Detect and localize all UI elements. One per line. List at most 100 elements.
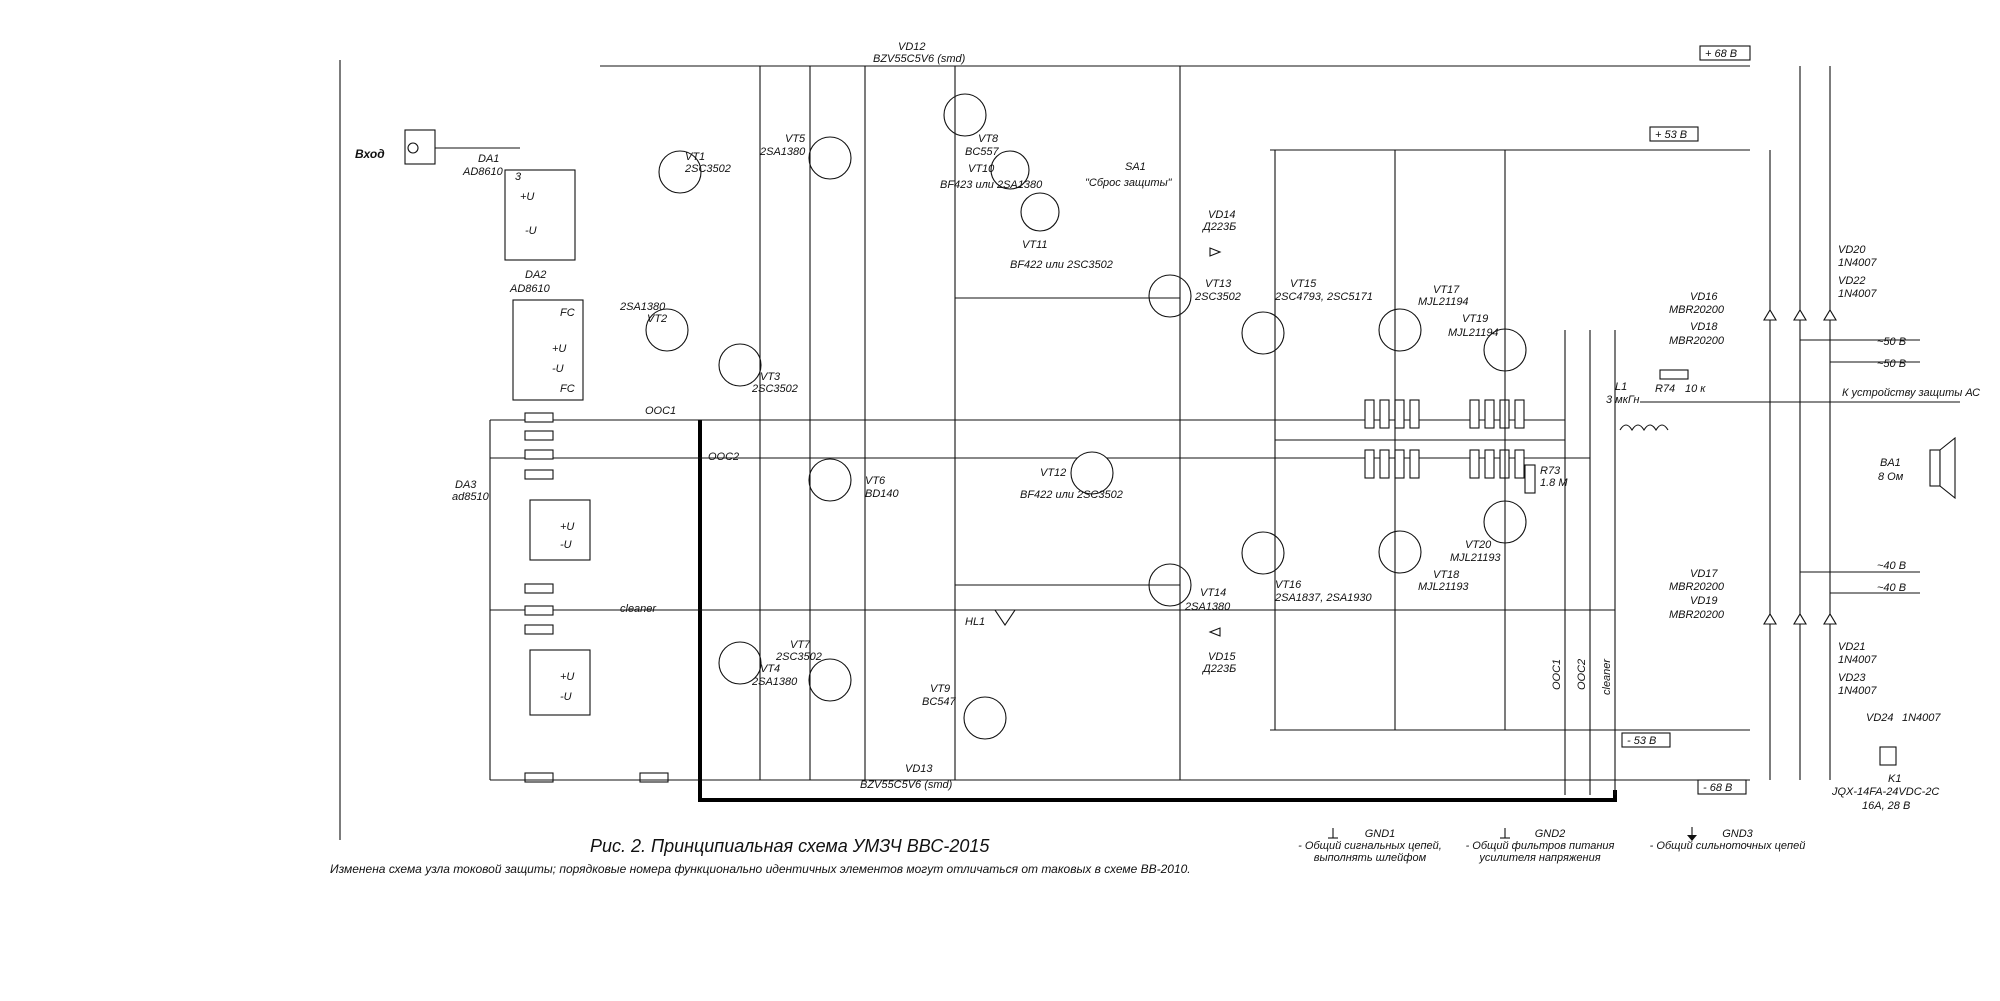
svg-text:-U: -U (560, 539, 572, 551)
transistor-vt6 (808, 458, 852, 502)
vt16-value: 2SA1837, 2SA1930 (1274, 592, 1373, 604)
vd22-value: 1N4007 (1838, 288, 1877, 300)
vt1-ref: VT1 (685, 151, 705, 163)
vt14-value: 2SA1380 (1184, 601, 1231, 613)
vd12-ref: VD12 (898, 41, 926, 53)
transistor-vt12 (1070, 451, 1114, 495)
vt2-value: 2SA1380 (619, 301, 666, 313)
speaker-ref: BA1 (1880, 457, 1901, 469)
relay-rating: 16А, 28 В (1862, 800, 1910, 812)
transistor-vt10 (990, 150, 1030, 190)
svg-text:3: 3 (515, 171, 522, 183)
svg-text:+U: +U (552, 343, 566, 355)
gnd2-icon (1500, 828, 1510, 839)
vd20-value: 1N4007 (1838, 257, 1877, 269)
ac-50v-a-label: ~50 В (1877, 336, 1906, 348)
transistor-vt2 (645, 308, 689, 352)
feedback-ooc1-label: ООС1 (1551, 659, 1563, 690)
gnd1-text: - Общий сигнальных цепей, выполнять шлей… (1298, 840, 1442, 864)
feedback-cleaner-label: cleaner (1601, 658, 1613, 695)
vt19-ref: VT19 (1462, 313, 1488, 325)
speaker-value: 8 Ом (1878, 471, 1904, 483)
protection-label: К устройству защиты АС (1842, 387, 1980, 399)
vt18-ref: VT18 (1433, 569, 1460, 581)
vd13-ref: VD13 (905, 763, 933, 775)
vd24-value: 1N4007 (1902, 712, 1941, 724)
vt5-value: 2SA1380 (759, 146, 806, 158)
transistor-vt16 (1241, 531, 1285, 575)
vd17-ref: VD17 (1690, 568, 1718, 580)
transistor-vt3 (718, 343, 762, 387)
rail-minus53-box (1621, 732, 1671, 748)
da1-ref: DA1 (478, 153, 499, 165)
vt20-value: MJL21193 (1450, 552, 1501, 564)
vt3-ref: VT3 (760, 371, 781, 383)
svg-text:-U: -U (560, 691, 572, 703)
transistor-vt5 (808, 136, 852, 180)
vt10-value: BF423 или 2SA1380 (940, 179, 1043, 191)
vd14-value: Д223Б (1201, 221, 1236, 233)
left-resistor-bank (489, 412, 700, 783)
vt7-value: 2SC3502 (775, 651, 822, 663)
bridge-rectifier (1763, 66, 1837, 780)
rail-minus68-label: - 68 В (1703, 782, 1732, 794)
vt4-ref: VT4 (760, 663, 780, 675)
vt3-value: 2SC3502 (751, 383, 798, 395)
vt1-value: 2SC3502 (684, 163, 731, 175)
rail-plus53-box (1649, 126, 1699, 142)
transistor-vt17 (1378, 308, 1422, 352)
relay-ref: K1 (1888, 773, 1901, 785)
vd17-value: MBR20200 (1669, 581, 1725, 593)
feedback-ooc2-label: ООС2 (1576, 659, 1588, 690)
gnd1-name: GND1 (1364, 828, 1396, 840)
transistor-vt7 (808, 658, 852, 702)
sa1-label: "Сброс защиты" (1085, 177, 1173, 189)
vt11-value: BF422 или 2SC3502 (1010, 259, 1113, 271)
vd14-ref: VD14 (1208, 209, 1236, 221)
transistor-vt15 (1241, 311, 1285, 355)
vd23-ref: VD23 (1838, 672, 1866, 684)
vd19-value: MBR20200 (1669, 609, 1725, 621)
vt16-ref: VT16 (1275, 579, 1302, 591)
figure-note: Изменена схема узла токовой защиты; поря… (330, 862, 1191, 876)
vt6-ref: VT6 (865, 475, 886, 487)
opamp-da2: FC FC +U -U (512, 299, 584, 401)
vt8-ref: VT8 (978, 133, 999, 145)
relay-k1 (1879, 746, 1897, 766)
l1-value: 3 мкГн (1606, 394, 1639, 406)
vt5-ref: VT5 (785, 133, 806, 145)
emitter-resistor-array (1364, 399, 1525, 479)
gnd1-legend: GND1 - Общий сигнальных цепей, выполнять… (1285, 828, 1455, 864)
transistor-vt18 (1378, 530, 1422, 574)
sa1-ref: SA1 (1125, 161, 1146, 173)
vt9-ref: VT9 (930, 683, 950, 695)
ac-40v-b-label: ~40 В (1877, 582, 1906, 594)
inductor-l1 (1619, 424, 1669, 432)
vd18-value: MBR20200 (1669, 335, 1725, 347)
rail-plus68-box (1699, 45, 1751, 61)
transistor-vt8 (943, 93, 987, 137)
vt18-value: MJL21193 (1418, 581, 1469, 593)
vt6-value: BD140 (865, 488, 900, 500)
vt15-ref: VT15 (1290, 278, 1317, 290)
vd13-value: BZV55C5V6 (smd) (860, 779, 953, 791)
vt2-ref: VT2 (647, 313, 667, 325)
vt12-value: BF422 или 2SC3502 (1020, 489, 1123, 501)
svg-text:FC: FC (560, 307, 575, 319)
speaker (1929, 436, 1956, 500)
vt8-value: BC557 (965, 146, 1000, 158)
vt13-value: 2SC3502 (1194, 291, 1241, 303)
da3-ref: DA3 (455, 479, 477, 491)
gnd2-legend: GND2 - Общий фильтров питания усилителя … (1460, 828, 1620, 864)
rail-plus53-label: + 53 В (1655, 129, 1687, 141)
input-label: Вход (355, 147, 385, 161)
transistor-vt4 (718, 641, 762, 685)
vd16-value: MBR20200 (1669, 304, 1725, 316)
gnd2-text: - Общий фильтров питания усилителя напря… (1465, 840, 1615, 864)
resistor-r73 (1524, 464, 1536, 494)
vd16-ref: VD16 (1690, 291, 1718, 303)
transistor-vt9 (963, 696, 1007, 740)
transistor-vt13 (1148, 274, 1192, 318)
svg-text:+U: +U (560, 521, 574, 533)
